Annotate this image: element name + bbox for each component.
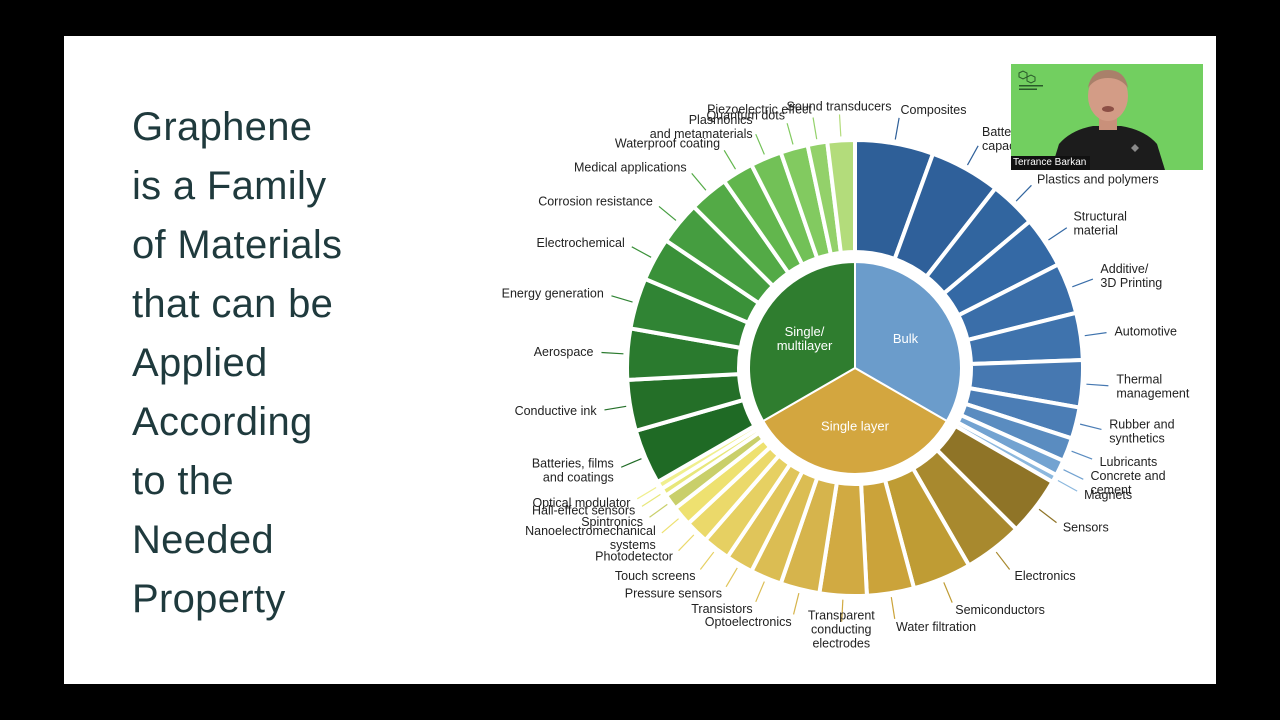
title-line: Graphene: [132, 105, 313, 149]
leader-line: [1057, 479, 1078, 492]
title-line: Needed: [132, 518, 274, 562]
title-line: According: [132, 400, 313, 444]
segment-label: Sound transducers: [787, 99, 892, 113]
segment-label: Spintronics: [581, 515, 643, 529]
graphene-council-logo: [1018, 70, 1043, 90]
segment-label: Magnets: [1084, 488, 1132, 502]
leader-line: [1048, 227, 1068, 241]
inner-slice-label: Single/multilayer: [777, 324, 833, 353]
segment-label: Electronics: [1014, 569, 1075, 583]
segment-label: Plastics and polymers: [1037, 173, 1159, 187]
segment-label: Quantum dots: [706, 109, 785, 123]
segment-label: Pressure sensors: [625, 587, 722, 601]
presenter-video-tile[interactable]: Terrance Barkan: [1011, 64, 1203, 170]
segment-label: Additive/3D Printing: [1100, 262, 1162, 290]
slide-title: Graphene is a Family of Materials that c…: [132, 98, 462, 629]
segment-label: Transistors: [691, 602, 752, 616]
segment-label: Conductive ink: [515, 404, 598, 418]
inner-slice-label: Bulk: [893, 331, 919, 346]
segment-label: Energy generation: [502, 287, 604, 301]
title-line: to the: [132, 459, 234, 503]
leader-line: [604, 405, 627, 411]
leader-line: [1086, 383, 1109, 387]
leader-line: [1084, 332, 1107, 337]
outer-segment: [824, 137, 857, 256]
leader-line: [792, 592, 800, 615]
segment-label: Optical modulator: [532, 496, 630, 510]
leader-line: [1072, 278, 1094, 288]
leader-line: [699, 551, 715, 570]
inner-slice: [748, 260, 856, 423]
leader-line: [725, 567, 738, 588]
leader-line: [995, 551, 1011, 570]
segment-label: Photodetector: [595, 549, 673, 563]
segment-label: Waterproof coating: [615, 136, 720, 150]
leader-line: [786, 123, 794, 145]
segment-label: Automotive: [1114, 325, 1177, 339]
leader-line: [649, 503, 668, 518]
leader-line: [661, 518, 679, 534]
segment-label: Water filtration: [896, 620, 976, 634]
leader-line: [611, 295, 633, 303]
title-line: Applied: [132, 341, 268, 385]
title-line: Property: [132, 577, 286, 621]
leader-line: [812, 117, 818, 140]
segment-label: Aerospace: [534, 345, 594, 359]
segment-label: Medical applications: [574, 160, 687, 174]
leader-line: [1071, 450, 1093, 460]
leader-line: [894, 117, 900, 140]
leader-line: [755, 133, 765, 155]
title-line: is a Family: [132, 164, 327, 208]
leader-line: [1063, 469, 1084, 480]
leader-line: [1015, 184, 1032, 202]
leader-line: [755, 581, 765, 603]
leader-line: [631, 246, 652, 258]
leader-line: [841, 599, 844, 622]
title-line: of Materials: [132, 223, 343, 267]
leader-line: [636, 486, 657, 500]
presenter-name-tag: Terrance Barkan: [1011, 156, 1091, 170]
title-line: that can be: [132, 282, 334, 326]
segment-label: Piezoelectric effect: [707, 103, 812, 117]
leader-line: [601, 351, 624, 355]
segment-label: Hall-effect sensors: [532, 504, 635, 518]
segment-label: Touch screens: [615, 569, 696, 583]
leader-line: [1079, 423, 1102, 431]
segment-label: Optoelectronics: [705, 615, 792, 629]
leader-line: [678, 534, 695, 552]
inner-slice: [854, 260, 962, 423]
leader-line: [641, 493, 661, 507]
segment-label: Composites: [900, 103, 966, 117]
inner-slice-label: Single layer: [821, 418, 890, 433]
leader-line: [620, 458, 642, 468]
segment-label: Corrosion resistance: [538, 194, 653, 208]
leader-line: [658, 205, 677, 221]
segment-label: Lubricants: [1100, 455, 1158, 469]
leader-line: [943, 582, 953, 603]
presentation-slide: Graphene is a Family of Materials that c…: [64, 36, 1216, 684]
leader-line: [1038, 508, 1057, 524]
leader-line: [691, 173, 707, 191]
leader-line: [966, 145, 979, 166]
segment-label: Electrochemical: [537, 236, 625, 250]
leader-line: [838, 114, 842, 137]
leader-line: [890, 597, 896, 619]
segment-label: Semiconductors: [955, 603, 1045, 617]
leader-line: [723, 149, 737, 170]
segment-label: Sensors: [1063, 520, 1109, 534]
